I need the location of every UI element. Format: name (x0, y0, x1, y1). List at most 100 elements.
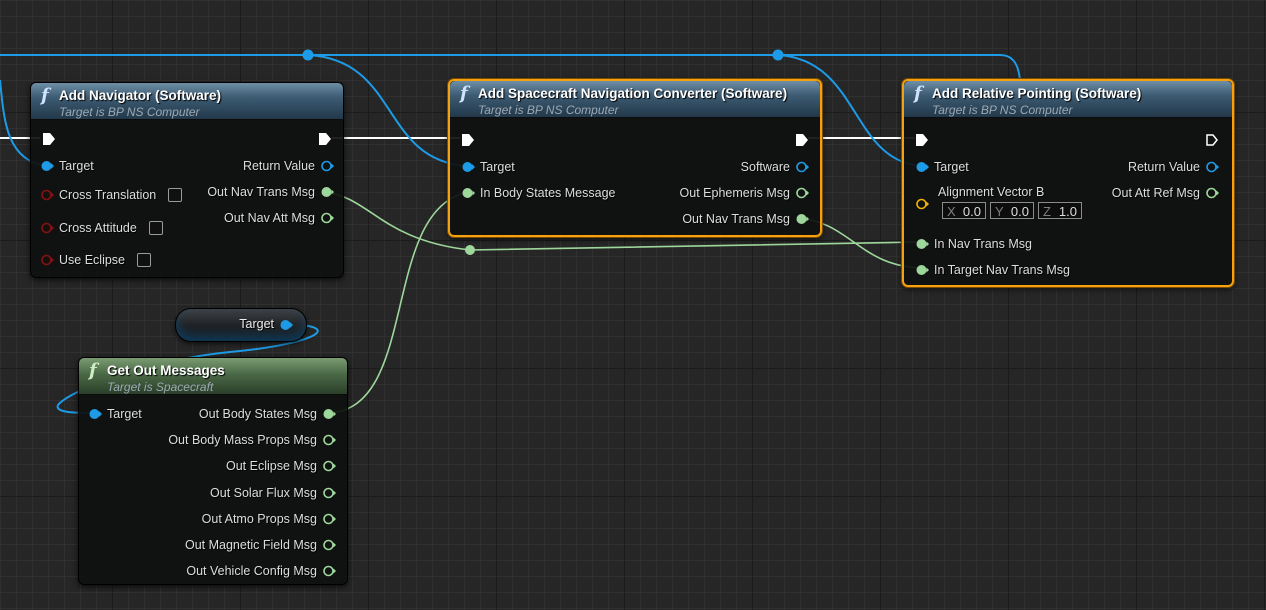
green-circle-pin-icon (916, 238, 929, 250)
pin-label: Out Vehicle Config Msg (186, 564, 317, 578)
pin-out-nav-trans-msg[interactable]: Out Nav Trans Msg (207, 184, 334, 200)
red-circle-pin-icon (41, 189, 54, 201)
blue-circle-pin-icon[interactable] (280, 319, 293, 331)
pin-label: Out Magnetic Field Msg (185, 538, 317, 552)
reroute-knot-blue-1[interactable] (302, 49, 314, 61)
wire-body-states[interactable] (327, 191, 469, 414)
exec-arrow-icon (1206, 134, 1218, 146)
node-add-relative-pointing[interactable]: f Add Relative Pointing (Software) Targe… (902, 79, 1234, 287)
node-header[interactable]: f Add Relative Pointing (Software) Targe… (904, 81, 1232, 118)
exec-out-pin[interactable] (319, 131, 331, 147)
exec-arrow-icon (796, 134, 808, 146)
pin-target[interactable]: Target (41, 158, 94, 174)
vector-input-group: X 0.0 Y 0.0 Z 1.0 (942, 202, 1082, 219)
green-circle-pin-icon (321, 212, 334, 224)
wire-target-bus[interactable] (0, 54, 1021, 81)
green-circle-pin-icon (323, 460, 336, 472)
node-header[interactable]: f Add Spacecraft Navigation Converter (S… (450, 81, 820, 118)
blue-circle-pin-icon (462, 161, 475, 173)
pin-out-ephemeris-msg[interactable]: Out Ephemeris Msg (680, 185, 809, 201)
function-icon: f (914, 83, 922, 104)
pin-use-eclipse[interactable]: Use Eclipse (41, 252, 151, 268)
pin-target[interactable]: Target (916, 159, 969, 175)
green-circle-pin-icon (1206, 187, 1219, 199)
green-circle-pin-icon (323, 513, 336, 525)
node-title: Add Relative Pointing (Software) (932, 86, 1142, 101)
exec-in-pin[interactable] (916, 132, 928, 148)
pin-label: Out Body States Msg (198, 407, 317, 421)
reroute-knot-green[interactable] (465, 245, 475, 255)
pin-software[interactable]: Software (740, 159, 809, 175)
blue-circle-pin-icon (41, 160, 54, 172)
pin-label: Out Solar Flux Msg (210, 486, 317, 500)
node-header[interactable]: f Add Navigator (Software) Target is BP … (31, 83, 343, 120)
reroute-knot-blue-2[interactable] (772, 49, 784, 61)
wire-target-converter[interactable] (307, 54, 468, 167)
variable-getter-target[interactable]: Target (175, 308, 307, 342)
pin-label: In Target Nav Trans Msg (934, 263, 1070, 277)
green-circle-pin-icon (323, 408, 336, 420)
pin-return-value[interactable]: Return Value (1127, 159, 1219, 175)
pin-out-eclipse-msg[interactable]: Out Eclipse Msg (225, 458, 336, 474)
pin-out-nav-att-msg[interactable]: Out Nav Att Msg (223, 210, 334, 226)
pin-label: Software (740, 160, 790, 174)
node-get-out-messages[interactable]: f Get Out Messages Target is Spacecraft … (78, 357, 348, 585)
pin-label: Cross Attitude (59, 221, 137, 235)
pin-target[interactable]: Target (462, 159, 515, 175)
vector-z-field[interactable]: Z 1.0 (1038, 202, 1082, 219)
node-add-nav-converter[interactable]: f Add Spacecraft Navigation Converter (S… (448, 79, 822, 237)
pin-in-target-nav-trans-msg[interactable]: In Target Nav Trans Msg (916, 262, 1070, 278)
wire-target-pointing[interactable] (777, 54, 922, 167)
green-circle-pin-icon (462, 187, 475, 199)
checkbox[interactable] (137, 253, 151, 267)
pin-out-body-states-msg[interactable]: Out Body States Msg (198, 406, 336, 422)
axis-value: 0.0 (962, 204, 981, 219)
green-circle-pin-icon (323, 539, 336, 551)
red-circle-pin-icon (41, 254, 54, 266)
pin-label: Alignment Vector B (938, 185, 1045, 199)
node-subtitle: Target is BP NS Computer (932, 103, 1073, 117)
exec-in-pin[interactable] (462, 132, 474, 148)
vector-y-field[interactable]: Y 0.0 (990, 202, 1034, 219)
pin-cross-translation[interactable]: Cross Translation (41, 187, 183, 203)
green-circle-pin-icon (323, 565, 336, 577)
blue-circle-pin-icon (796, 161, 809, 173)
yellow-circle-pin-icon (916, 198, 929, 210)
pin-label: Return Value (1127, 160, 1200, 174)
pin-out-solar-flux-msg[interactable]: Out Solar Flux Msg (210, 485, 336, 501)
vector-x-field[interactable]: X 0.0 (942, 202, 986, 219)
pin-label: Out Nav Trans Msg (207, 185, 315, 199)
exec-in-pin[interactable] (43, 131, 55, 147)
pin-label: Out Eclipse Msg (225, 459, 317, 473)
checkbox[interactable] (148, 221, 163, 235)
pin-out-nav-trans-msg[interactable]: Out Nav Trans Msg (682, 211, 809, 227)
exec-out-pin[interactable] (796, 132, 808, 148)
checkbox[interactable] (168, 188, 183, 202)
pin-out-body-mass-props-msg[interactable]: Out Body Mass Props Msg (168, 432, 336, 448)
pin-in-body-states-message[interactable]: In Body States Message (462, 185, 616, 201)
node-subtitle: Target is Spacecraft (107, 380, 214, 394)
node-header[interactable]: f Get Out Messages Target is Spacecraft (79, 358, 347, 395)
axis-value: 1.0 (1058, 204, 1077, 219)
pin-in-nav-trans-msg[interactable]: In Nav Trans Msg (916, 236, 1032, 252)
exec-out-pin[interactable] (1206, 132, 1218, 148)
green-circle-pin-icon (323, 487, 336, 499)
pin-label: Out Atmo Props Msg (201, 512, 317, 526)
pin-out-magnetic-field-msg[interactable]: Out Magnetic Field Msg (185, 537, 336, 553)
node-add-navigator[interactable]: f Add Navigator (Software) Target is BP … (30, 82, 344, 278)
pin-cross-attitude[interactable]: Cross Attitude (41, 220, 163, 236)
pin-label: Out Nav Att Msg (223, 211, 315, 225)
pin-out-att-ref-msg[interactable]: Out Att Ref Msg (1112, 185, 1219, 201)
node-title: Get Out Messages (107, 363, 225, 378)
blue-circle-pin-icon (89, 408, 102, 420)
object-wires (0, 54, 1021, 414)
node-subtitle: Target is BP NS Computer (478, 103, 619, 117)
pin-out-vehicle-config-msg[interactable]: Out Vehicle Config Msg (186, 563, 336, 579)
blue-circle-pin-icon (321, 160, 334, 172)
pin-label: Target (107, 407, 142, 421)
pin-target[interactable]: Target (89, 406, 142, 422)
pin-return-value[interactable]: Return Value (243, 158, 334, 174)
pin-out-atmo-props-msg[interactable]: Out Atmo Props Msg (201, 511, 336, 527)
green-circle-pin-icon (323, 434, 336, 446)
exec-arrow-icon (916, 134, 928, 146)
